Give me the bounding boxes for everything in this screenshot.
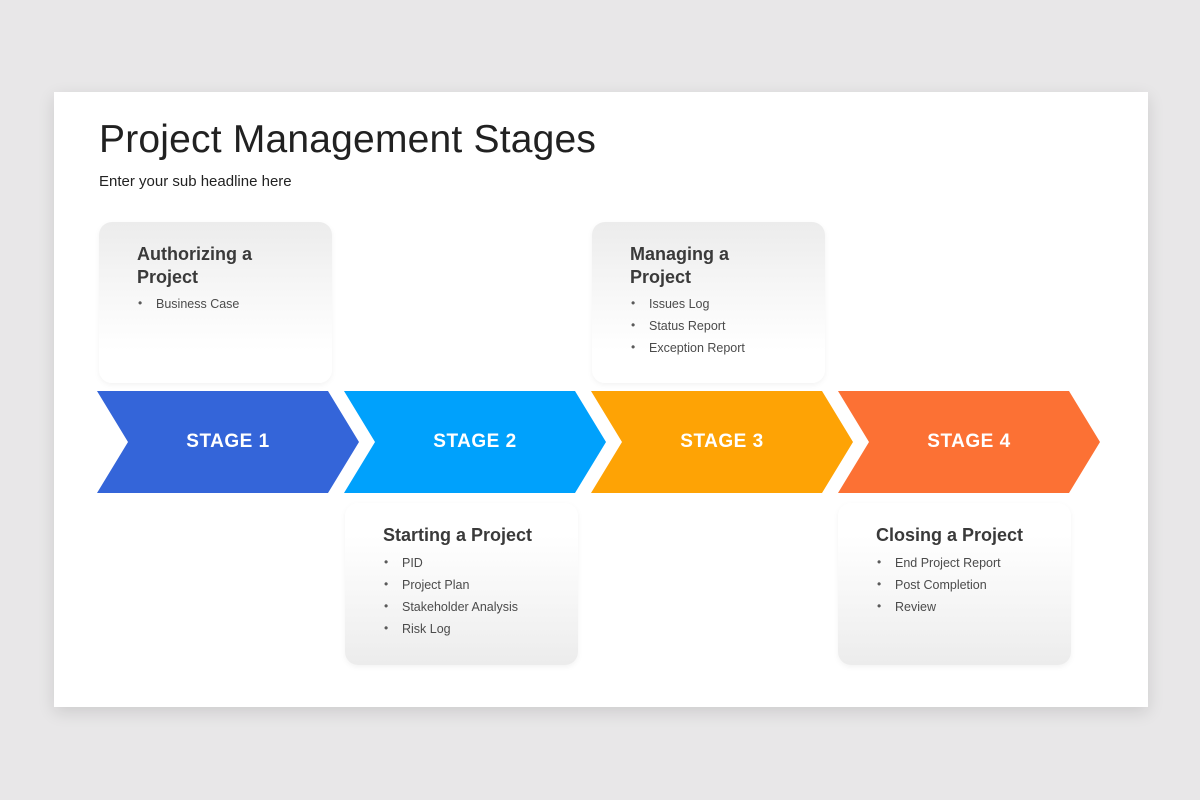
stage3-arrow-shape xyxy=(591,391,853,493)
bullet-item: Post Completion xyxy=(876,578,1057,592)
bullet-item: Risk Log xyxy=(383,622,564,636)
card-starting-project: Starting a Project PID Project Plan Stak… xyxy=(345,503,578,665)
card-managing-project: Managing a Project Issues Log Status Rep… xyxy=(592,222,825,383)
card-bullet-list: End Project Report Post Completion Revie… xyxy=(876,556,1057,614)
bullet-item: Issues Log xyxy=(630,297,811,311)
bullet-item: PID xyxy=(383,556,564,570)
card-title: Closing a Project xyxy=(876,525,1024,545)
stage-arrow-band: STAGE 1 STAGE 2 STAGE 3 STAGE 4 xyxy=(97,391,1100,493)
card-bullet-list: Issues Log Status Report Exception Repor… xyxy=(630,297,811,355)
stage4-arrow-shape xyxy=(838,391,1100,493)
bullet-item: End Project Report xyxy=(876,556,1057,570)
stage2-arrow-shape xyxy=(344,391,606,493)
page-title: Project Management Stages xyxy=(99,118,597,161)
bullet-item: Project Plan xyxy=(383,578,564,592)
page-subtitle: Enter your sub headline here xyxy=(99,173,292,190)
card-title: Managing a Project xyxy=(630,244,730,287)
bullet-item: Business Case xyxy=(137,297,318,311)
card-bullet-list: PID Project Plan Stakeholder Analysis Ri… xyxy=(383,556,564,636)
bullet-item: Stakeholder Analysis xyxy=(383,600,564,614)
card-title: Authorizing a Project xyxy=(137,244,252,287)
stage1-arrow-shape xyxy=(97,391,359,493)
card-authorizing-project: Authorizing a Project Business Case xyxy=(99,222,332,383)
bullet-item: Review xyxy=(876,600,1057,614)
card-closing-project: Closing a Project End Project Report Pos… xyxy=(838,503,1071,665)
bullet-item: Status Report xyxy=(630,319,811,333)
bullet-item: Exception Report xyxy=(630,341,811,355)
card-title: Starting a Project xyxy=(383,525,533,545)
card-bullet-list: Business Case xyxy=(137,297,318,311)
slide-canvas: Project Management Stages Enter your sub… xyxy=(54,92,1148,707)
stage-arrows-graphic xyxy=(97,391,1100,493)
